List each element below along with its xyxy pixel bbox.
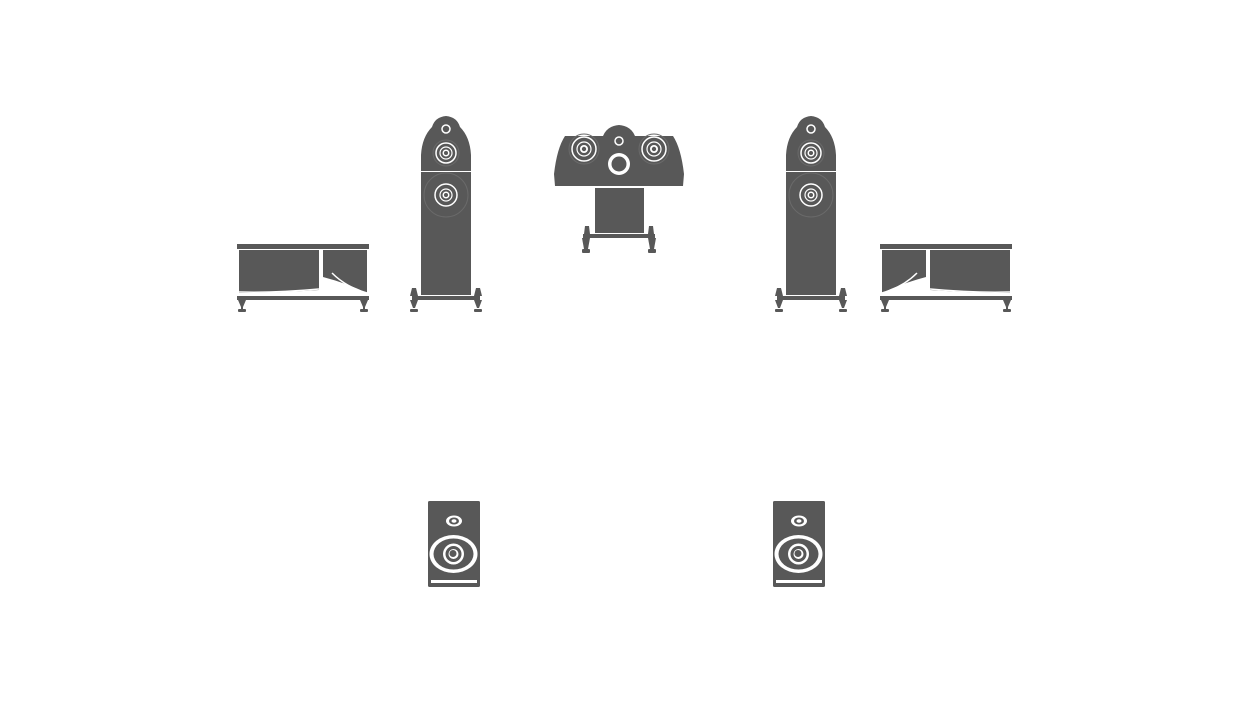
center-channel-speaker[interactable] [553, 124, 685, 256]
right-subwoofer[interactable] [879, 243, 1013, 315]
surround-right-speaker[interactable] [772, 500, 826, 588]
surround-speaker-icon [773, 501, 825, 587]
left-subwoofer[interactable] [236, 243, 370, 315]
surround-speaker-icon [428, 501, 480, 587]
surround-left-speaker[interactable] [427, 500, 481, 588]
subwoofer-icon [880, 244, 1012, 312]
front-left-tower-speaker[interactable] [408, 115, 484, 315]
subwoofer-icon [237, 244, 369, 312]
tower-speaker-icon [775, 116, 847, 312]
front-right-tower-speaker[interactable] [773, 115, 849, 315]
tower-speaker-icon [410, 116, 482, 312]
center-speaker-icon [554, 125, 684, 253]
